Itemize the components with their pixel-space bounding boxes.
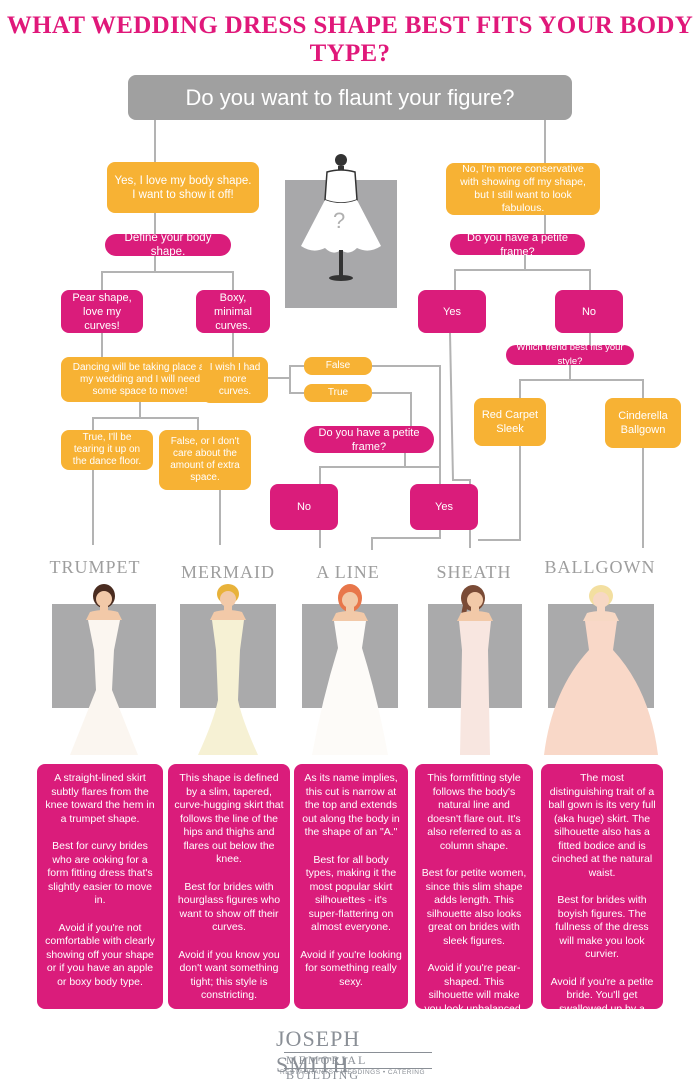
sheath-desc-p2: Best for petite women, since this slim s… xyxy=(421,867,527,947)
sheath-desc-p3: Avoid if you're pear-shaped. This silhou… xyxy=(424,962,524,1015)
mannequin-panel: ? xyxy=(285,154,397,308)
logo-tagline: RESTAURANTS • WEDDINGS • CATERING xyxy=(280,1069,426,1076)
left-yes-box: Yes xyxy=(410,484,478,530)
sheath-desc-p1: This formfitting style follows the body'… xyxy=(427,772,521,852)
define-shape-box: Define your body shape. xyxy=(105,232,231,258)
mermaid-desc-p2: Best for brides with hourglass figures w… xyxy=(177,880,281,934)
false-label: False xyxy=(304,357,372,375)
dress-name-a-line: A LINE xyxy=(316,562,380,582)
a-line-dress-icon xyxy=(312,584,388,755)
mermaid-dress-icon xyxy=(198,584,258,755)
dress-name-mermaid: MERMAID xyxy=(180,562,275,582)
right-no-box: No xyxy=(555,290,623,333)
boxy-shape-box: Boxy, minimal curves. xyxy=(196,290,270,333)
yes-show-it-off-box: Yes, I love my body shape. I want to sho… xyxy=(107,162,259,213)
logo: JOSEPH SMITH MEMORIAL BUILDING RESTAURAN… xyxy=(270,1026,440,1082)
dress-name-ballgown: BALLGOWN xyxy=(544,557,656,577)
page-title: WHAT WEDDING DRESS SHAPE BEST FITS YOUR … xyxy=(6,12,694,67)
dress-name-sheath: SHEATH xyxy=(436,562,512,582)
question-mark: ? xyxy=(333,208,346,233)
a-line-desc-p3: Avoid if you're looking for something re… xyxy=(300,948,402,988)
logo-line1: JOSEPH SMITH xyxy=(276,1026,361,1077)
sheath-description: This formfitting style follows the body'… xyxy=(415,764,533,1015)
ballgown-desc-p2: Best for brides with boyish figures. The… xyxy=(555,894,649,960)
trend-question: Which trend best fits your style? xyxy=(506,342,634,367)
trumpet-desc-p3: Avoid if you're not comfortable with cle… xyxy=(45,921,155,988)
false-dance-box: False, or I don't care about the amount … xyxy=(159,430,251,490)
dress-name-trumpet: TRUMPET xyxy=(49,557,141,577)
a-line-description: As its name implies, this cut is narrow … xyxy=(294,764,408,1009)
mermaid-description: This shape is defined by a slim, tapered… xyxy=(168,764,290,1009)
sheath-dress-icon xyxy=(457,585,493,755)
trumpet-desc-p2: Best for curvy brides who are ooking for… xyxy=(47,840,153,906)
true-label: True xyxy=(304,384,372,402)
ballgown-dress-icon xyxy=(544,585,658,755)
wish-curves-box: I wish I had more curves. xyxy=(202,357,268,403)
mermaid-desc-p1: This shape is defined by a slim, tapered… xyxy=(174,772,284,865)
trumpet-description: A straight-lined skirt subtly flares fro… xyxy=(37,764,163,1009)
right-yes-box: Yes xyxy=(418,290,486,333)
cinderella-box: Cinderella Ballgown xyxy=(605,398,681,448)
ballgown-description: The most distinguishing trait of a ball … xyxy=(541,764,663,1028)
mannequin-dress-icon xyxy=(301,154,381,281)
ballgown-desc-p1: The most distinguishing trait of a ball … xyxy=(548,772,656,879)
trumpet-dress-icon xyxy=(70,584,138,755)
true-dance-box: True, I'll be tearing it up on the dance… xyxy=(61,430,153,470)
mermaid-desc-p3: Avoid if you know you don't want somethi… xyxy=(178,948,280,1002)
logo-line2: MEMORIAL BUILDING xyxy=(286,1053,367,1082)
main-question: Do you want to flaunt your figure? xyxy=(128,75,572,120)
a-line-desc-p1: As its name implies, this cut is narrow … xyxy=(302,772,400,838)
left-no-box: No xyxy=(270,484,338,530)
red-carpet-box: Red Carpet Sleek xyxy=(474,398,546,446)
no-conservative-box: No, I'm more conservative with showing o… xyxy=(446,163,600,215)
pear-shape-box: Pear shape, love my curves! xyxy=(61,290,143,333)
dancing-box: Dancing will be taking place at my weddi… xyxy=(61,357,219,402)
ballgown-desc-p3: Avoid if you're a petite bride. You'll g… xyxy=(550,975,654,1029)
right-petite-question: Do you have a petite frame? xyxy=(450,232,585,258)
a-line-desc-p2: Best for all body types, making it the m… xyxy=(305,853,397,934)
trumpet-desc-p1: A straight-lined skirt subtly flares fro… xyxy=(45,772,155,825)
left-petite-question: Do you have a petite frame? xyxy=(304,426,434,453)
